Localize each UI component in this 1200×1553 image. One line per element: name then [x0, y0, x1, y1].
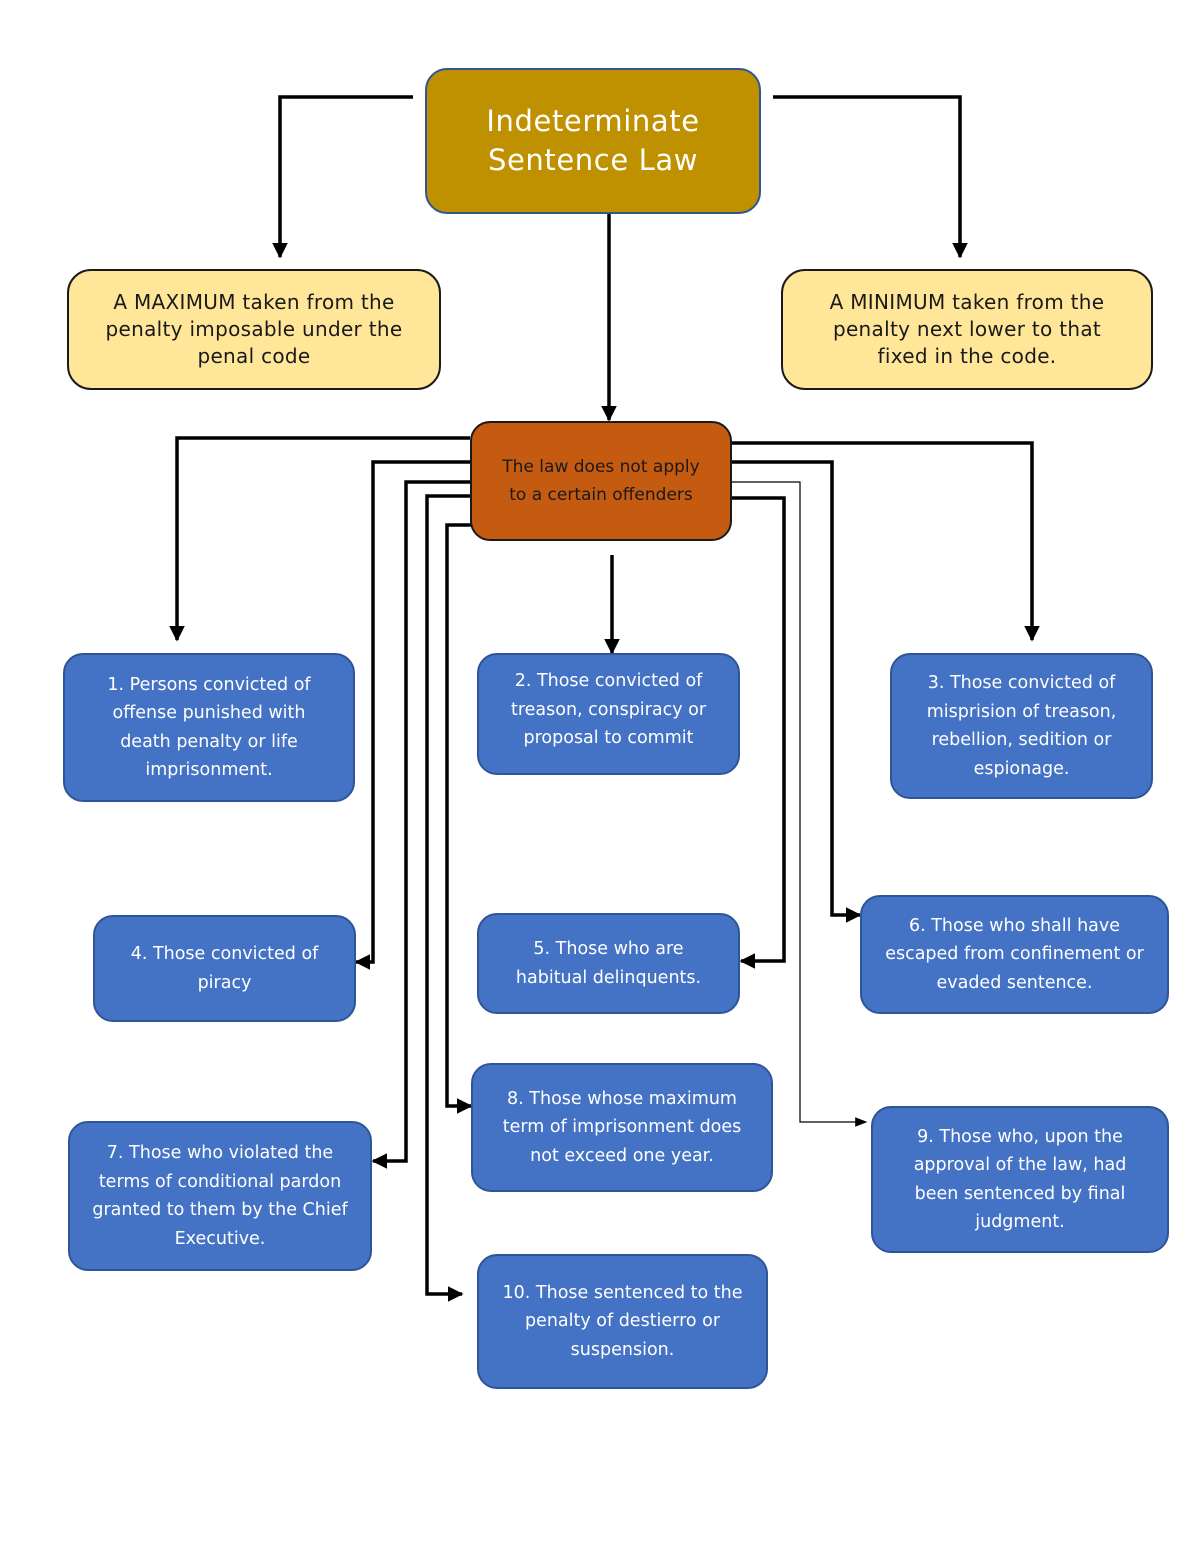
connector-exception-to-item-8	[445, 523, 480, 1114]
offender-node-8: 8. Those whose maximum term of imprisonm…	[471, 1063, 773, 1192]
maximum-node-line: A MAXIMUM taken from the	[113, 290, 395, 314]
root-node-line: Indeterminate	[486, 104, 700, 138]
exception-node-line: The law does not apply	[502, 457, 700, 477]
offender-node-text: 2. Those convicted of treason, conspirac…	[510, 671, 707, 748]
connector-root-to-minimum	[773, 95, 968, 259]
minimum-node-line: fixed in the code.	[877, 344, 1057, 368]
connector-exception-to-item-7	[371, 480, 470, 1169]
offender-node-6: 6. Those who shall have escaped from con…	[860, 895, 1169, 1014]
offender-node-text: 5. Those who are habitual delinquents.	[515, 939, 702, 988]
offender-node-4: 4. Those convicted of piracy	[93, 915, 356, 1022]
offender-node-text: 9. Those who, upon the approval of the l…	[913, 1126, 1127, 1233]
offender-node-text: 10. Those sentenced to the penalty of de…	[502, 1282, 743, 1360]
offender-node-text: 4. Those convicted of piracy	[130, 944, 319, 993]
offender-node-5: 5. Those who are habitual delinquents.	[477, 913, 740, 1014]
exception-node: The law does not apply to a certain offe…	[470, 421, 732, 541]
maximum-node-line: penal code	[197, 344, 311, 368]
minimum-node-line: A MINIMUM taken from the	[829, 290, 1105, 314]
root-node-line: Sentence Law	[487, 143, 699, 177]
connector-exception-to-item-6	[732, 460, 862, 923]
maximum-node: A MAXIMUM taken from the penalty imposab…	[67, 269, 441, 390]
connector-exception-to-item-10	[425, 494, 500, 1302]
offender-node-text: 8. Those whose maximum term of imprisonm…	[502, 1088, 742, 1166]
connector-exception-to-item-3	[732, 441, 1040, 642]
offender-node-2: 2. Those convicted of treason, conspirac…	[477, 653, 740, 775]
root-node-indeterminate-sentence-law: Indeterminate Sentence Law	[425, 68, 761, 214]
offender-node-1: 1. Persons convicted of offense punished…	[63, 653, 355, 802]
offender-node-text: 7. Those who violated the terms of condi…	[92, 1143, 348, 1249]
minimum-node-line: penalty next lower to that	[832, 317, 1102, 341]
offender-node-10: 10. Those sentenced to the penalty of de…	[477, 1254, 768, 1389]
maximum-node-line: penalty imposable under the	[105, 317, 403, 341]
offender-node-9: 9. Those who, upon the approval of the l…	[871, 1106, 1169, 1253]
exception-node-line: to a certain offenders	[509, 485, 693, 505]
offender-node-text: 3. Those convicted of misprision of trea…	[926, 673, 1117, 779]
connector-exception-to-item-9	[732, 481, 868, 1127]
minimum-node: A MINIMUM taken from the penalty next lo…	[781, 269, 1153, 390]
offender-node-3: 3. Those convicted of misprision of trea…	[890, 653, 1153, 799]
connector-exception-to-item-5	[732, 496, 786, 969]
offender-node-7: 7. Those who violated the terms of condi…	[68, 1121, 372, 1271]
connector-exception-to-item-1	[169, 436, 470, 642]
offender-node-text: 1. Persons convicted of offense punished…	[107, 674, 311, 781]
connector-root-to-maximum	[272, 95, 413, 259]
connector-exception-to-item-4	[354, 460, 470, 970]
offender-node-text: 6. Those who shall have escaped from con…	[885, 915, 1144, 993]
